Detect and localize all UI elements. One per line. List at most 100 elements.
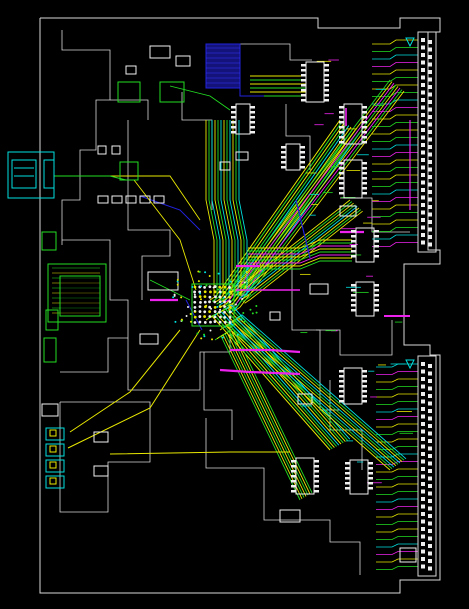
- bus-trace: [214, 122, 345, 304]
- ic-pad: [300, 166, 305, 169]
- connector-pin: [428, 220, 432, 224]
- connector-pin: [428, 85, 432, 89]
- connector-fanout: [376, 483, 418, 488]
- ic-pad: [314, 460, 319, 463]
- bga-ball: [208, 295, 212, 299]
- capacitor: [153, 195, 165, 204]
- board-edge: [39, 17, 441, 594]
- via: [229, 280, 232, 283]
- keepout-line: [316, 320, 393, 356]
- signal-trace: [69, 329, 181, 433]
- bga-ball: [218, 320, 222, 324]
- connector-pin: [421, 384, 425, 389]
- via: [204, 271, 207, 274]
- bus-trace: [226, 120, 236, 296]
- capacitor: [93, 431, 109, 443]
- ic-upper-2: [343, 103, 363, 145]
- connector-pin: [428, 386, 432, 391]
- ic-pad: [291, 490, 296, 493]
- via: [221, 336, 224, 339]
- ic-pad: [351, 284, 356, 287]
- bga-ball: [198, 315, 202, 318]
- bga-ball: [209, 290, 212, 294]
- via: [205, 284, 208, 287]
- connector-fanout: [372, 129, 418, 135]
- via: [203, 333, 205, 336]
- connector-pin: [421, 98, 425, 102]
- ic-pad: [351, 289, 356, 292]
- bga-ball: [228, 290, 232, 294]
- bga-ball: [213, 300, 217, 304]
- connector-pin: [428, 100, 432, 104]
- ic-pad: [281, 151, 286, 154]
- connector-pin: [428, 190, 432, 194]
- capacitor: [111, 195, 123, 204]
- keepout-line: [203, 352, 233, 440]
- connector-pin: [428, 394, 432, 398]
- connector-pin: [428, 115, 432, 119]
- connector-pin: [421, 75, 425, 80]
- ic-pad: [351, 250, 356, 253]
- via: [173, 293, 176, 296]
- via: [249, 308, 252, 311]
- connector-fanout: [376, 498, 418, 503]
- connector-pin: [421, 422, 425, 426]
- bga-ball: [228, 310, 232, 314]
- via: [208, 275, 211, 278]
- connector-fanout: [372, 174, 418, 180]
- connector-fanout: [376, 543, 418, 548]
- ic-pad: [362, 126, 367, 129]
- bus-trace: [235, 314, 407, 460]
- ic-pad: [368, 467, 373, 470]
- connector-pin: [421, 467, 425, 471]
- connector-pin: [428, 559, 432, 563]
- connector-pin: [421, 489, 425, 494]
- connector-fanout: [372, 159, 418, 165]
- ic-pad: [314, 475, 319, 478]
- bus-trace: [237, 204, 356, 298]
- connector-lower: [417, 355, 437, 577]
- connector-pin: [428, 77, 432, 82]
- via: [193, 293, 196, 296]
- ic-pad: [362, 187, 367, 190]
- ic-pad: [301, 94, 306, 97]
- bus-trace: [248, 254, 352, 264]
- inductor: [159, 81, 185, 103]
- via: [210, 307, 213, 310]
- bus-trace: [248, 242, 352, 252]
- bga-ball: [223, 320, 227, 324]
- via: [174, 320, 177, 323]
- bga-ball: [193, 321, 197, 324]
- ic-pad: [281, 166, 286, 169]
- connector-pin: [421, 504, 425, 509]
- via: [219, 308, 222, 311]
- bga-ball: [213, 315, 217, 319]
- ic-pad: [351, 294, 356, 297]
- connector-pin: [421, 128, 425, 132]
- capacitor: [139, 195, 151, 204]
- connector-fanout: [376, 506, 418, 510]
- connector-pin: [421, 542, 425, 546]
- via: [176, 280, 179, 283]
- ic-pad: [374, 240, 379, 243]
- bga-ball: [208, 310, 212, 314]
- connector-pin: [421, 38, 425, 42]
- connector-fanout: [372, 144, 418, 150]
- connector-pin: [421, 225, 425, 230]
- via: [216, 305, 219, 308]
- bga-ball: [228, 295, 232, 299]
- ic-pad: [231, 121, 236, 124]
- ic-pad: [314, 485, 319, 488]
- pin1-marker: [405, 359, 415, 370]
- ic-pad: [339, 162, 344, 165]
- signal-trace: [169, 85, 231, 111]
- ic-pad: [368, 462, 373, 465]
- connector-fanout: [372, 197, 418, 202]
- ic-pad: [300, 161, 305, 164]
- connector-pin: [421, 399, 425, 404]
- bga-ball: [218, 305, 222, 309]
- ic-pad: [362, 162, 367, 165]
- connector-pin: [428, 461, 432, 466]
